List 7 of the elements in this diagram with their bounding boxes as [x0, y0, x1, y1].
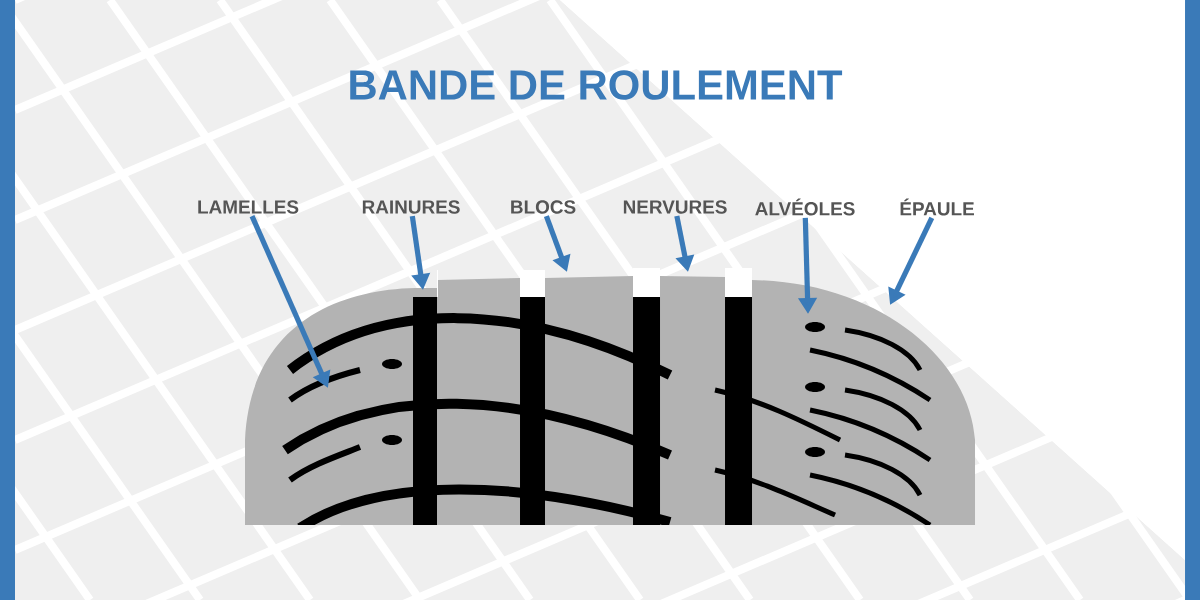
title: BANDE DE ROULEMENT [350, 70, 843, 100]
part-label: LAMELLES [198, 200, 299, 214]
part-label: RAINURES [362, 200, 460, 214]
part-label: BLOCS [511, 200, 576, 214]
part-label: ALVÉOLES [755, 198, 855, 216]
part-label: ÉPAULE [900, 198, 974, 216]
part-label: NERVURES [623, 200, 727, 214]
